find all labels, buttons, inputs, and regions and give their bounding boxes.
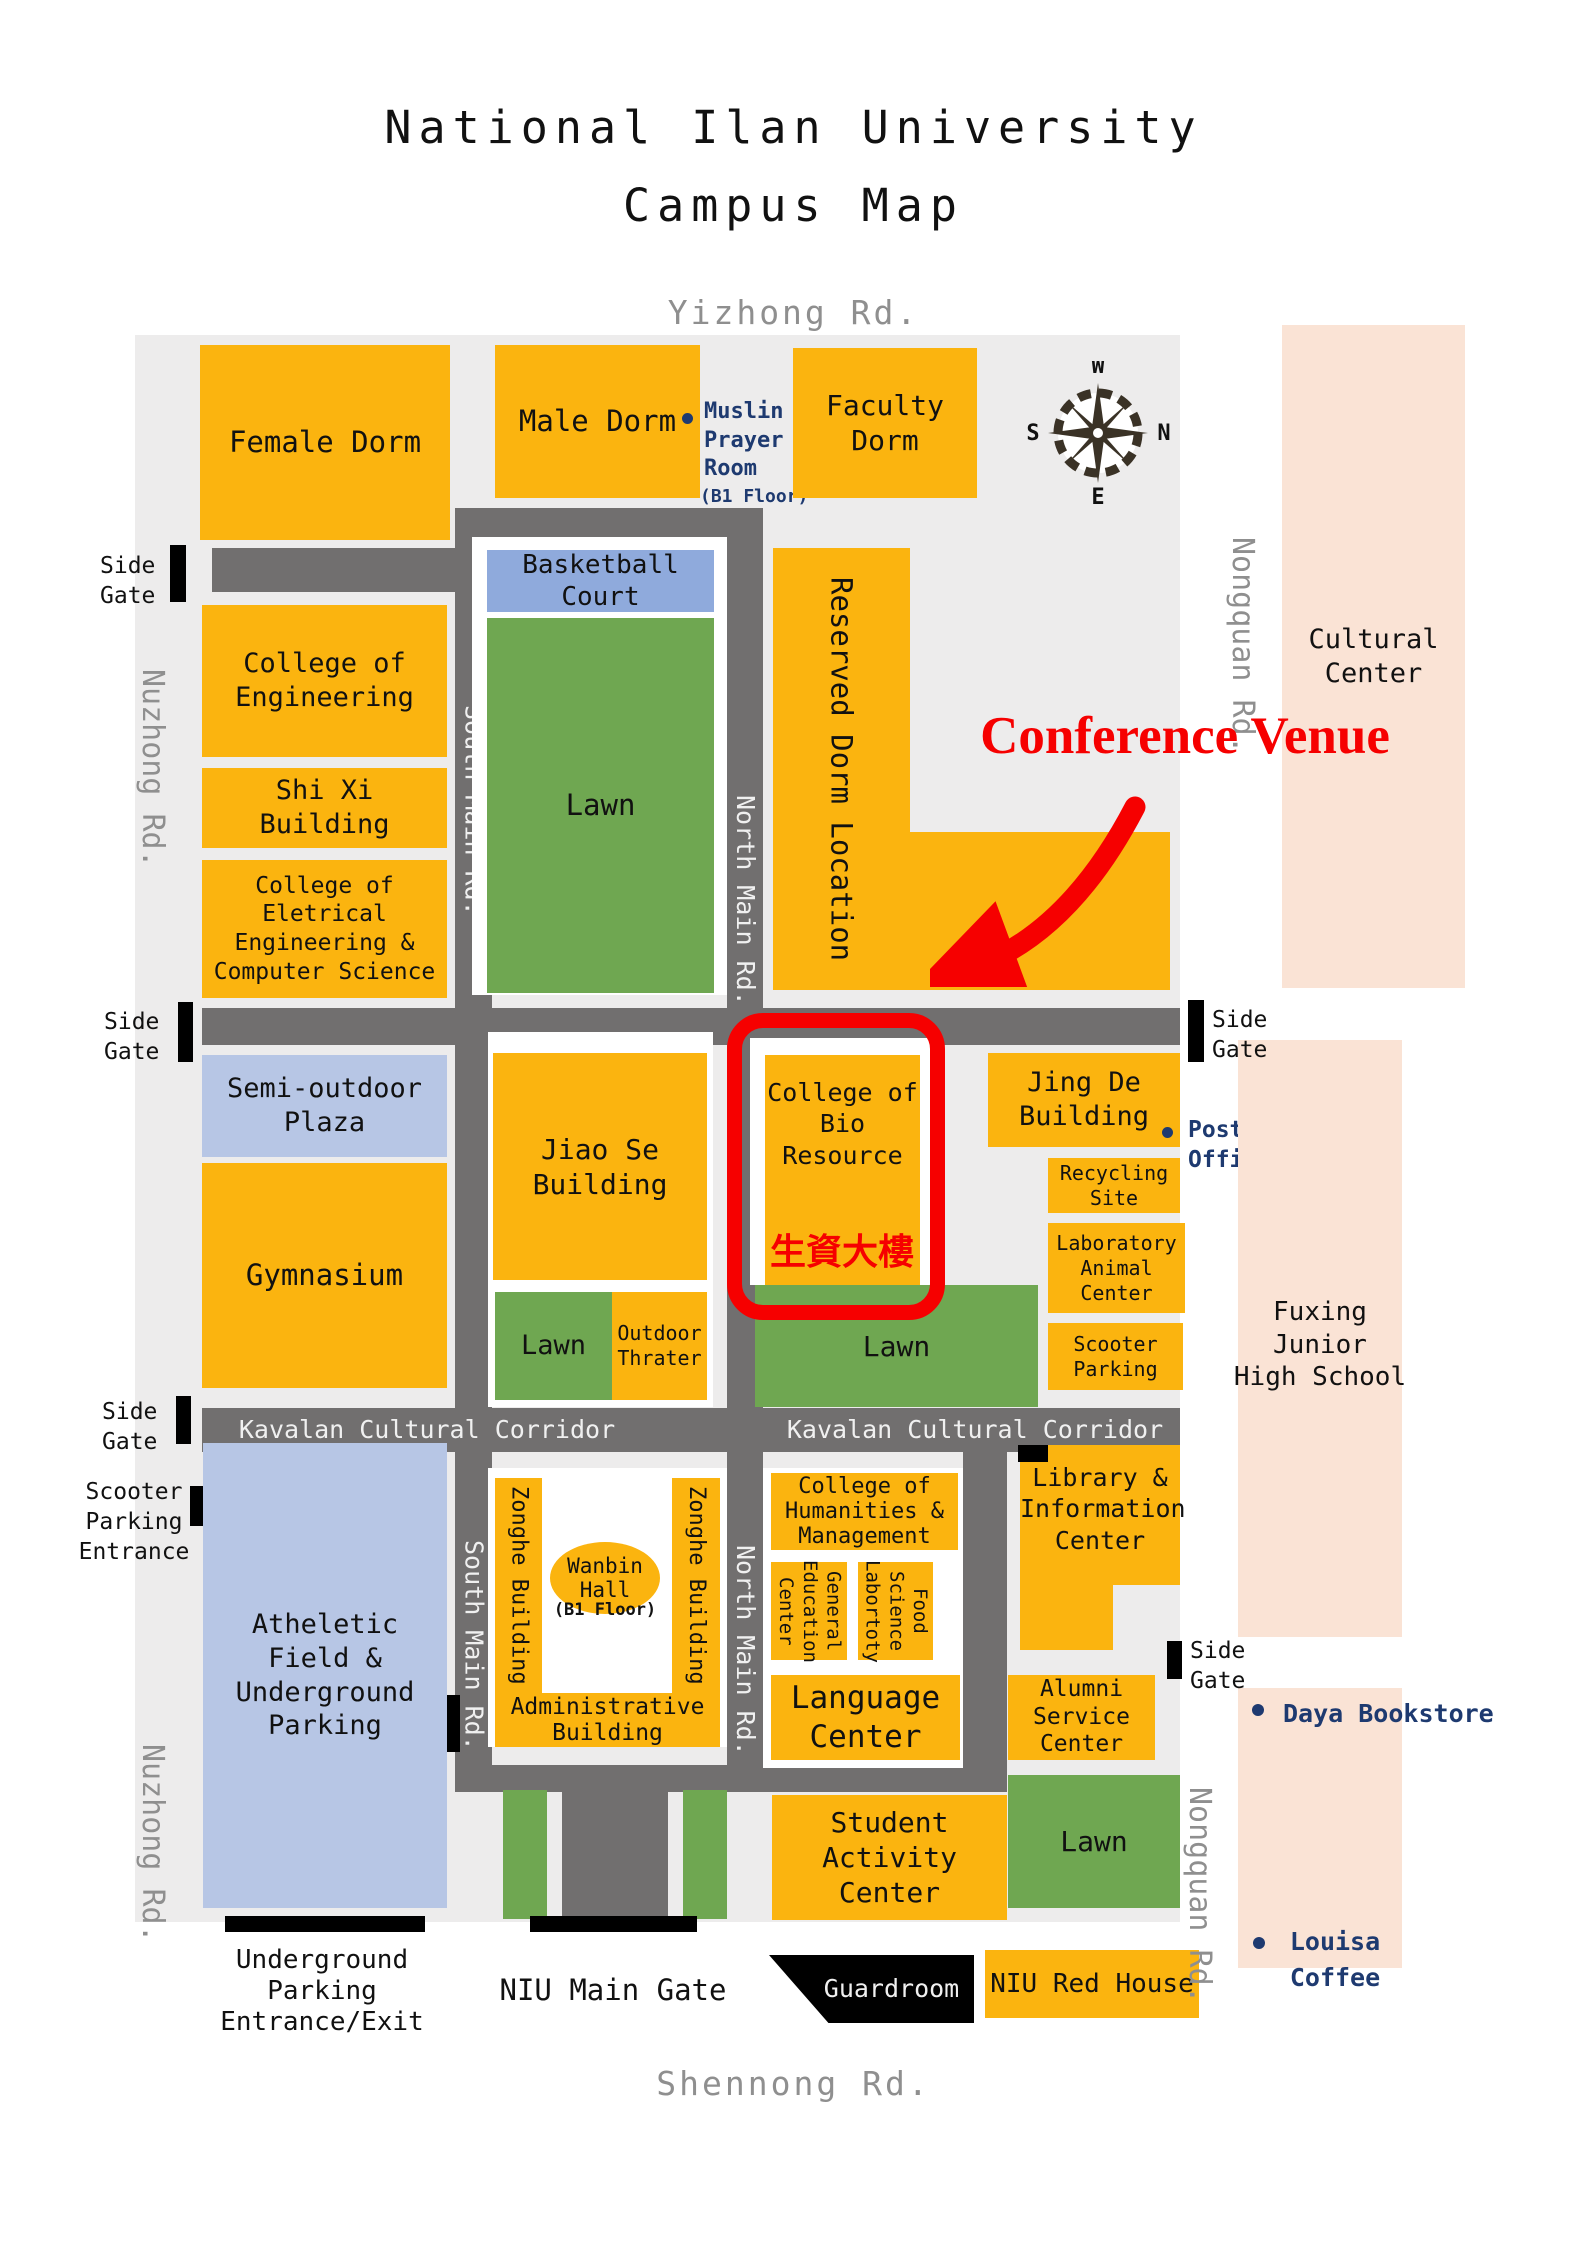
conference-venue-label: Conference Venue bbox=[980, 707, 1390, 765]
building-food-science: Food Science Labortoty bbox=[858, 1560, 933, 1662]
building-shi-xi: Shi Xi Building bbox=[202, 768, 447, 848]
building-jiao-se: Jiao Se Building bbox=[493, 1053, 707, 1280]
building-fuxing bbox=[1238, 1040, 1402, 1637]
side-gate-label-nw: Side Gate bbox=[100, 553, 156, 609]
road-label-south-main-lower: South Main Rd. bbox=[459, 1539, 489, 1751]
lawn-central: Lawn bbox=[487, 618, 714, 993]
lawn-jiaose: Lawn bbox=[495, 1292, 612, 1400]
building-bio-resource: College of Bio Resource 生資大樓 bbox=[765, 1055, 920, 1285]
muslin-prayer-label: Muslin Prayer Room bbox=[704, 399, 784, 482]
building-scooter-parking: Scooter Parking bbox=[1048, 1323, 1183, 1390]
building-reserved-dorm: Reserved Dorm Location bbox=[773, 548, 910, 990]
road-label-nuzhong-lower: Nuzhong Rd. bbox=[134, 1743, 170, 1943]
building-zonghe-east: Zonghe Building bbox=[672, 1478, 720, 1693]
building-language-center: Language Center bbox=[771, 1675, 960, 1760]
compass-e: E bbox=[1091, 485, 1104, 505]
side-gate-label-e: Side Gate bbox=[1212, 1007, 1268, 1063]
underground-parking-bar bbox=[225, 1916, 425, 1932]
side-gate-bar-e bbox=[1188, 1000, 1204, 1062]
louisa-coffee-label: Louisa Coffee bbox=[1289, 1927, 1381, 1993]
daya-bookstore-dot bbox=[1252, 1704, 1264, 1716]
road-bottom bbox=[455, 1765, 1007, 1792]
building-male-dorm: Male Dorm bbox=[495, 345, 700, 498]
building-lab-animal-center: Laboratory Animal Center bbox=[1048, 1223, 1185, 1313]
post-office-label: Post Office bbox=[1188, 1117, 1272, 1173]
compass-rose: W N E S bbox=[1026, 361, 1170, 505]
road-label-north-main-lower: North Main Rd. bbox=[731, 1544, 761, 1756]
athletic-gate-bar bbox=[447, 1695, 460, 1752]
road-main-gate bbox=[562, 1790, 668, 1920]
post-office-dot bbox=[1162, 1127, 1173, 1138]
building-alumni-service: Alumni Service Center bbox=[1008, 1675, 1155, 1760]
underground-parking-label: Underground Parking Entrance/Exit bbox=[220, 1945, 424, 2038]
building-outdoor-thrater: Outdoor Thrater bbox=[612, 1292, 707, 1400]
louisa-coffee-dot bbox=[1253, 1937, 1265, 1949]
building-niu-red-house: NIU Red House bbox=[985, 1950, 1199, 2018]
building-jing-de: Jing De Building bbox=[988, 1053, 1180, 1147]
road-label-yizhong: Yizhong Rd. bbox=[667, 293, 920, 332]
side-gate-bar-w bbox=[178, 1002, 193, 1062]
road-label-north-main-upper: North Main Rd. bbox=[731, 794, 761, 1006]
building-athletic-field: Atheletic Field & Underground Parking bbox=[203, 1443, 447, 1908]
road-label-nuzhong-upper: Nuzhong Rd. bbox=[134, 668, 170, 868]
scooter-entrance-label: Scooter Parking Entrance bbox=[78, 1479, 190, 1565]
road-label-kavalan-west: Kavalan Cultural Corridor bbox=[238, 1415, 616, 1445]
building-faculty-dorm: Faculty Dorm bbox=[793, 348, 977, 498]
bio-resource-label: College of Bio Resource bbox=[767, 1078, 918, 1170]
conference-venue-highlight-box bbox=[727, 1013, 945, 1320]
side-gate-label-w: Side Gate bbox=[104, 1009, 160, 1065]
building-basketball-court: Basketball Court bbox=[487, 550, 714, 612]
library-label: Library & Information Center bbox=[1020, 1463, 1186, 1555]
compass-n: N bbox=[1157, 421, 1170, 446]
road-label-kavalan-east: Kavalan Cultural Corridor bbox=[786, 1415, 1164, 1445]
building-semi-outdoor-plaza: Semi-outdoor Plaza bbox=[202, 1055, 447, 1157]
side-gate-bar-nw bbox=[170, 545, 186, 602]
gate-green-strip-east bbox=[683, 1790, 727, 1919]
compass-w: W bbox=[1091, 361, 1105, 379]
muslin-prayer-floor: (B1 Floor) bbox=[700, 486, 809, 507]
road-label-shennong: Shennong Rd. bbox=[656, 2064, 931, 2103]
building-gymnasium: Gymnasium bbox=[202, 1163, 447, 1388]
side-gate-label-se: Side Gate bbox=[1190, 1638, 1246, 1694]
building-recycling-site: Recycling Site bbox=[1048, 1158, 1180, 1213]
main-gate-bar bbox=[530, 1916, 697, 1932]
wanbin-hall-floor: (B1 Floor) bbox=[553, 1600, 657, 1620]
road-label-nongquan-lower: Nongquan Rd. bbox=[1181, 1786, 1217, 2004]
library-gate-marker bbox=[1018, 1445, 1048, 1462]
road-top-loop bbox=[455, 508, 763, 538]
building-library-main bbox=[1020, 1445, 1180, 1585]
road-label-nongquan-upper: Nongquan Rd. bbox=[1224, 537, 1260, 754]
road-side-gate-north bbox=[212, 548, 492, 592]
gate-green-strip-west bbox=[503, 1790, 547, 1919]
building-female-dorm: Female Dorm bbox=[200, 345, 450, 540]
conference-venue-arrow bbox=[930, 782, 1160, 987]
building-cultural-center: Cultural Center bbox=[1282, 325, 1465, 988]
lawn-southeast: Lawn bbox=[1008, 1775, 1180, 1908]
building-library-ext bbox=[1020, 1585, 1113, 1650]
fuxing-label: Fuxing Junior High School bbox=[1233, 1297, 1407, 1392]
building-college-eecs: College of Eletrical Engineering & Compu… bbox=[202, 860, 447, 998]
building-administrative: Administrative Building bbox=[495, 1693, 720, 1747]
building-student-activity: Student Activity Center bbox=[772, 1795, 1007, 1920]
side-gate-label-sw: Side Gate bbox=[102, 1399, 158, 1455]
building-general-education: General Education Center bbox=[771, 1560, 847, 1662]
road-library-side bbox=[963, 1452, 1007, 1792]
building-humanities: College of Humanities & Management bbox=[771, 1473, 958, 1550]
bio-resource-chinese-label: 生資大樓 bbox=[769, 1232, 914, 1273]
building-guardroom: Guardroom bbox=[769, 1955, 974, 2023]
scooter-entrance-bar bbox=[190, 1486, 203, 1526]
building-wanbin-hall: Wanbin Hall bbox=[550, 1542, 660, 1614]
muslin-prayer-dot bbox=[682, 413, 693, 424]
side-gate-bar-sw bbox=[176, 1396, 191, 1444]
offcampus-block-southeast bbox=[1238, 1688, 1402, 1968]
building-zonghe-west: Zonghe Building bbox=[495, 1478, 542, 1693]
main-gate-label: NIU Main Gate bbox=[499, 1973, 727, 2007]
page-title-line2: Campus Map bbox=[623, 179, 964, 232]
side-gate-bar-se bbox=[1167, 1641, 1182, 1679]
page-title-line1: National Ilan University bbox=[384, 101, 1203, 154]
daya-bookstore-label: Daya Bookstore bbox=[1283, 1699, 1494, 1728]
compass-s: S bbox=[1026, 421, 1039, 446]
building-college-engineering: College of Engineering bbox=[202, 605, 447, 757]
